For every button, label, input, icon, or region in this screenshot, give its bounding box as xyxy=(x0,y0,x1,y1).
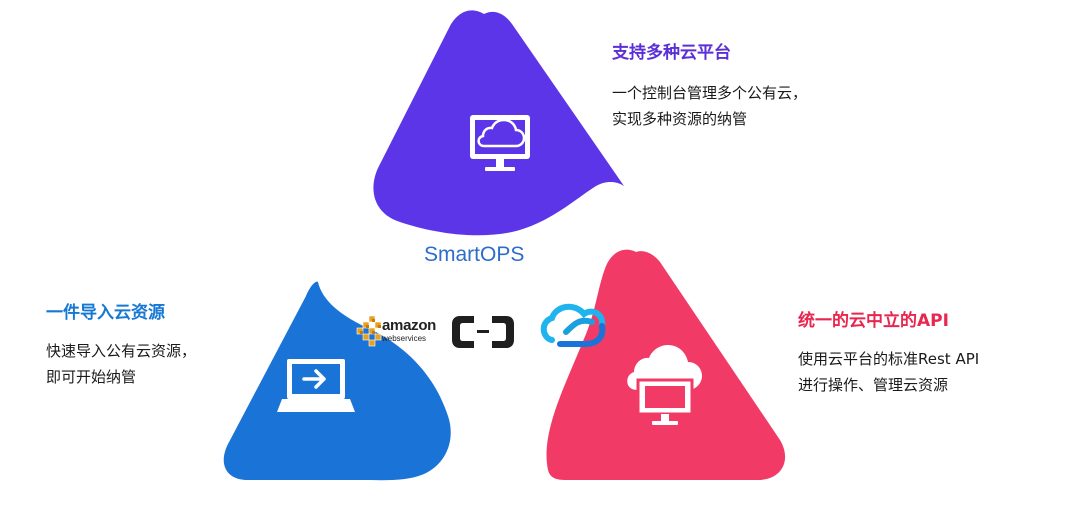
right-section-line-1: 使用云平台的标准Rest API xyxy=(798,350,980,368)
top-section-line-2: 实现多种资源的纳管 xyxy=(612,110,748,128)
top-section-description: 一个控制台管理多个公有云， 实现多种资源的纳管 xyxy=(612,80,807,132)
aliyun-logo-icon xyxy=(452,316,514,348)
right-section-description: 使用云平台的标准Rest API 进行操作、管理云资源 xyxy=(798,346,979,398)
top-section-title: 支持多种云平台 xyxy=(612,43,731,63)
tencent-cloud-logo-icon xyxy=(540,303,606,347)
aws-logo-word: amazon xyxy=(382,317,437,334)
left-section-line-1: 快速导入公有云资源， xyxy=(46,342,197,360)
import-laptop-icon xyxy=(277,359,355,412)
cloud-server-monitor-icon xyxy=(627,345,702,425)
left-section-line-2: 即可开始纳管 xyxy=(46,368,137,386)
right-section-title: 统一的云中立的API xyxy=(798,311,949,331)
right-section-line-2: 进行操作、管理云资源 xyxy=(798,376,949,394)
left-section-description: 快速导入公有云资源， 即可开始纳管 xyxy=(46,338,196,390)
left-section-title: 一件导入云资源 xyxy=(46,303,165,323)
aws-logo-icon xyxy=(356,315,382,347)
top-section-line-1: 一个控制台管理多个公有云， xyxy=(612,84,808,102)
cloud-monitor-icon xyxy=(470,115,530,171)
aws-logo-text: amazon webservices xyxy=(382,318,436,343)
center-label: SmartOPS xyxy=(424,243,525,266)
aws-logo-subword: webservices xyxy=(382,334,427,343)
